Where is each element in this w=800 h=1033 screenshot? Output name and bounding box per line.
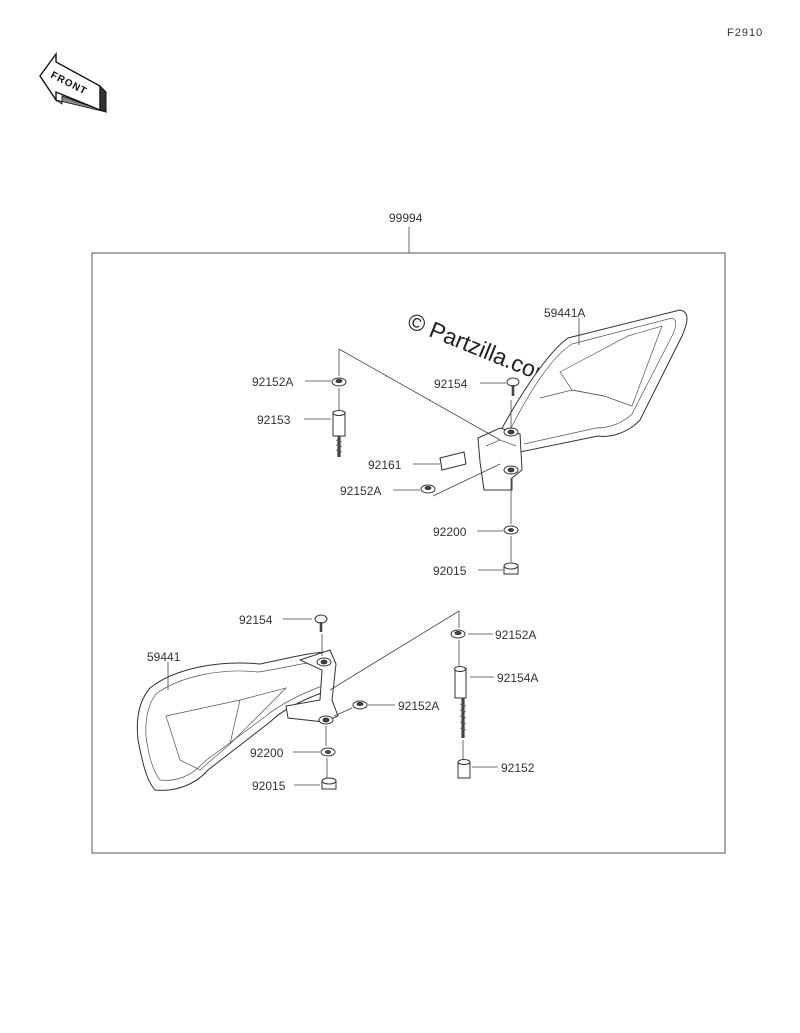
callout-upper-stud: 92153	[257, 413, 291, 427]
upper-cap-top	[331, 377, 347, 387]
callout-upper-cap-top: 92152A	[252, 375, 293, 389]
callout-upper-mirror: 59441A	[544, 306, 585, 320]
callout-upper-screw: 92154	[434, 377, 468, 391]
upper-mirror	[477, 309, 688, 491]
upper-washer	[503, 525, 519, 535]
upper-nut	[503, 562, 519, 575]
lower-cap-mid	[352, 700, 368, 710]
upper-label-plate	[439, 451, 467, 471]
callout-lower-cap-mid: 92152A	[398, 699, 439, 713]
lower-screw	[314, 614, 328, 632]
upper-cap-mid	[420, 484, 436, 494]
callout-lower-screw: 92154	[239, 613, 273, 627]
figure-code: F2910	[727, 27, 763, 39]
upper-stud	[332, 410, 346, 457]
assembly-part-number: 99994	[389, 211, 423, 225]
callout-upper-label-plate: 92161	[368, 458, 402, 472]
callout-lower-nut: 92015	[252, 779, 286, 793]
callout-lower-stud: 92154A	[497, 671, 538, 685]
callout-upper-washer: 92200	[433, 525, 467, 539]
callout-lower-washer: 92200	[250, 746, 284, 760]
callout-lower-cap-right: 92152A	[495, 628, 536, 642]
callout-upper-nut: 92015	[433, 564, 467, 578]
lower-mirror	[136, 649, 339, 791]
front-arrow-icon: FRONT	[39, 51, 107, 113]
upper-screw	[506, 377, 520, 396]
lower-cap-right	[450, 629, 466, 639]
callout-lower-collar: 92152	[501, 761, 535, 775]
callout-upper-cap-mid: 92152A	[340, 484, 381, 498]
lower-stud	[454, 666, 467, 738]
lower-washer	[320, 747, 336, 757]
assembly-frame	[91, 252, 726, 854]
lower-collar	[457, 759, 471, 779]
callout-lower-mirror: 59441	[147, 650, 181, 664]
lower-nut	[321, 777, 337, 790]
